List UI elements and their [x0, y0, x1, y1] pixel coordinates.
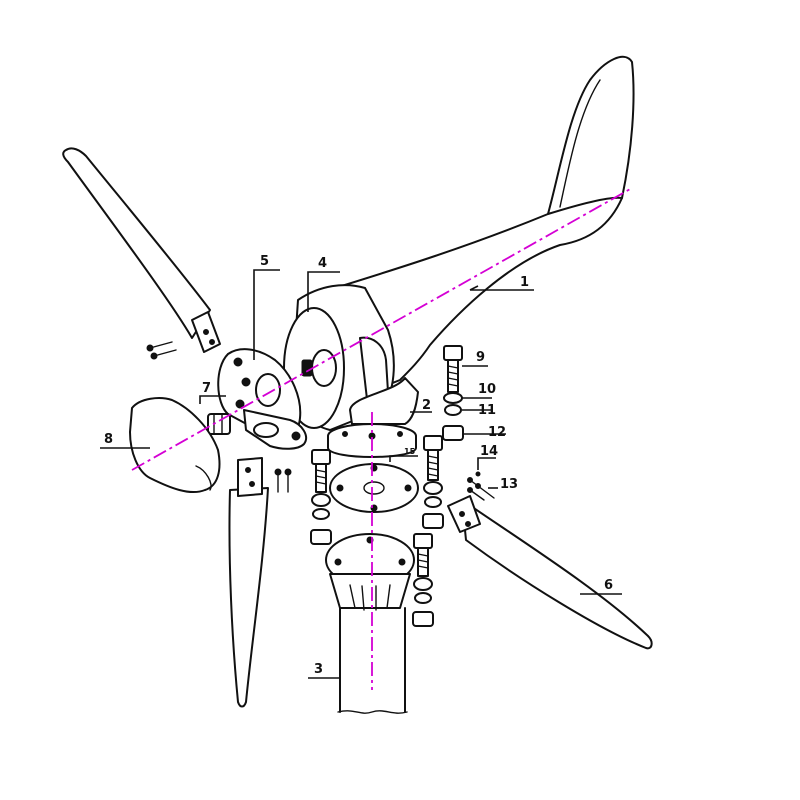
callout-4: 4 [318, 256, 327, 271]
rotor-axis-line [131, 187, 633, 471]
shaft-nut [301, 359, 313, 377]
blade-screws-right [467, 471, 495, 501]
tail-vane [547, 55, 635, 215]
flange-plate [329, 463, 419, 513]
callout-9: 9 [476, 350, 485, 365]
callout-15: 15 [404, 447, 416, 456]
nacelle-shaft-housing [311, 349, 337, 387]
tail-vane-edge [559, 79, 601, 208]
callout-13: 13 [500, 477, 518, 492]
callout-11: 11 [478, 403, 496, 418]
bolt-stack-lower [412, 533, 434, 627]
callout-8: 8 [104, 432, 113, 447]
tower-pole [339, 607, 406, 713]
blade-lower-root [237, 457, 263, 497]
callout-12: 12 [488, 425, 506, 440]
tower-adapter-cone [329, 573, 411, 609]
blade-screws-left [146, 341, 177, 360]
blade-right [461, 499, 653, 650]
tail-boom [321, 196, 623, 391]
callout-1: 1 [520, 275, 529, 290]
callout-10: 10 [478, 382, 496, 397]
callout-14: 14 [480, 444, 498, 459]
callout-5: 5 [260, 254, 269, 269]
bolt-stack-middle [422, 435, 444, 529]
callout-2: 2 [422, 398, 431, 413]
bolt-stack-upper-right [442, 345, 464, 441]
callout-6: 6 [604, 578, 613, 593]
callout-7: 7 [202, 381, 211, 396]
blade-lower [228, 487, 269, 708]
blade-screws-lower [274, 468, 292, 493]
yaw-neck [349, 377, 419, 425]
callout-3: 3 [314, 662, 323, 677]
blade-upper-left [62, 147, 211, 339]
nose-cone [129, 397, 221, 494]
bolt-stack-left [310, 449, 332, 545]
